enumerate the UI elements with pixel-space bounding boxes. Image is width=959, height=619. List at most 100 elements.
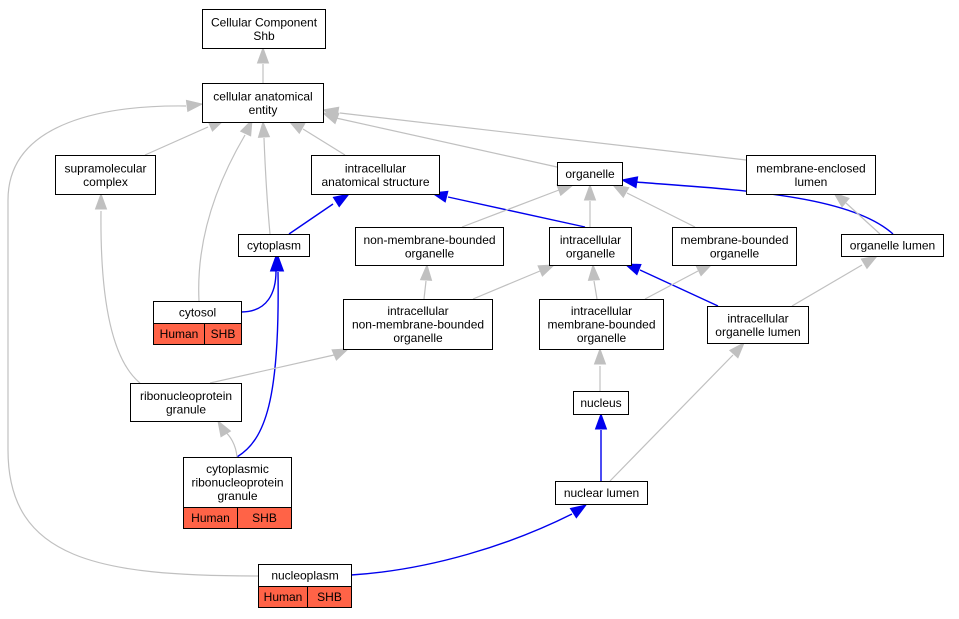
node-label-line: intracellular bbox=[560, 233, 621, 247]
node-label-line: intracellular bbox=[727, 311, 788, 325]
arrowhead bbox=[257, 120, 271, 138]
arrowhead bbox=[623, 263, 642, 276]
node-label-line: ribonucleoprotein bbox=[191, 476, 283, 490]
node-label-line: organelle bbox=[710, 246, 760, 260]
edge-iol-to-io bbox=[623, 263, 719, 307]
edge-line bbox=[593, 280, 598, 300]
node-inmbo[interactable]: intracellularnon-membrane-boundedorganel… bbox=[343, 299, 493, 350]
node-label-line: organelle bbox=[393, 331, 443, 345]
tag-shb: SHB bbox=[252, 511, 277, 525]
edge-line bbox=[236, 271, 279, 458]
edge-line bbox=[644, 270, 699, 300]
node-label-line: organelle bbox=[565, 167, 615, 181]
node-label-line: intracellular bbox=[387, 304, 448, 318]
node-nl[interactable]: nuclear lumen bbox=[555, 481, 648, 505]
edge-rnpg-to-inmbo bbox=[209, 348, 350, 384]
tag-human: Human bbox=[191, 511, 230, 525]
edge-line bbox=[447, 196, 586, 228]
edge-line bbox=[461, 189, 560, 228]
tag-shb: SHB bbox=[317, 590, 342, 604]
node-box bbox=[183, 457, 292, 508]
tag-row bbox=[258, 586, 352, 608]
node-cytoplasm[interactable]: cytoplasm bbox=[238, 234, 310, 257]
edge-np-to-cae bbox=[7, 99, 259, 577]
node-label-line: Cellular Component bbox=[211, 15, 318, 29]
edge-np-to-nl bbox=[350, 504, 588, 576]
node-label-line: non-membrane-bounded bbox=[363, 233, 495, 247]
node-label-line: organelle lumen bbox=[715, 325, 800, 339]
arrowhead bbox=[185, 99, 204, 113]
node-box bbox=[573, 391, 629, 415]
tag-human: Human bbox=[160, 327, 199, 341]
node-label-line: membrane-bounded bbox=[680, 233, 788, 247]
edge-crnpg-to-cytoplasm bbox=[236, 254, 285, 458]
arrowhead bbox=[321, 106, 340, 119]
edge-line bbox=[339, 112, 747, 161]
edge-line bbox=[263, 137, 271, 235]
edge-line bbox=[350, 513, 573, 576]
node-label-line: organelle bbox=[566, 246, 616, 260]
node-crnpg[interactable]: cytoplasmicribonucleoproteingranuleHuman… bbox=[183, 457, 292, 529]
arrowhead bbox=[594, 412, 608, 430]
edge-line bbox=[198, 134, 246, 302]
arrowhead bbox=[587, 263, 601, 281]
edge-ias-to-cae bbox=[287, 120, 346, 156]
arrowhead bbox=[620, 176, 639, 189]
arrowhead bbox=[239, 118, 253, 137]
edge-line bbox=[209, 354, 335, 384]
edge-ol-to-mel bbox=[832, 192, 881, 235]
node-nucleus[interactable]: nucleus bbox=[573, 391, 629, 415]
arrowhead bbox=[256, 46, 270, 64]
edge-supra-to-cae bbox=[144, 119, 226, 156]
edge-line bbox=[639, 269, 719, 307]
edge-cae-to-cc-shb bbox=[256, 46, 270, 83]
edge-rnpg-to-supra bbox=[94, 192, 141, 384]
arrowhead bbox=[217, 419, 232, 438]
node-box bbox=[202, 9, 326, 49]
edge-mbo-to-organelle bbox=[611, 184, 696, 228]
node-box bbox=[549, 227, 632, 266]
edge-crnpg-to-rnpg bbox=[217, 419, 238, 458]
node-box bbox=[55, 155, 156, 195]
node-box bbox=[555, 481, 648, 505]
node-box bbox=[841, 234, 944, 257]
node-label-line: cytoplasm bbox=[247, 239, 301, 253]
node-label-line: granule bbox=[166, 402, 206, 416]
node-label-line: intracellular bbox=[571, 304, 632, 318]
arrowhead bbox=[271, 254, 285, 272]
node-label-line: Shb bbox=[253, 29, 275, 43]
edge-line bbox=[634, 181, 894, 235]
edge-imbo-to-mbo bbox=[644, 263, 714, 300]
node-label-line: nuclear lumen bbox=[564, 486, 639, 500]
node-ol[interactable]: organelle lumen bbox=[841, 234, 944, 257]
arrowhead bbox=[537, 264, 556, 277]
edge-line bbox=[144, 126, 209, 156]
node-label-line: cytoplasmic bbox=[206, 462, 269, 476]
edge-line bbox=[335, 117, 558, 168]
edge-io-to-organelle bbox=[583, 183, 597, 227]
edge-imbo-to-io bbox=[587, 263, 601, 300]
node-label-line: organelle lumen bbox=[850, 239, 935, 253]
node-box bbox=[355, 227, 504, 266]
arrowhead bbox=[332, 193, 351, 208]
edge-line bbox=[626, 192, 696, 228]
node-organelle[interactable]: organelle bbox=[557, 162, 623, 186]
node-box bbox=[343, 299, 493, 350]
edge-nl-to-iol bbox=[609, 341, 745, 482]
node-label-line: nucleus bbox=[580, 396, 621, 410]
